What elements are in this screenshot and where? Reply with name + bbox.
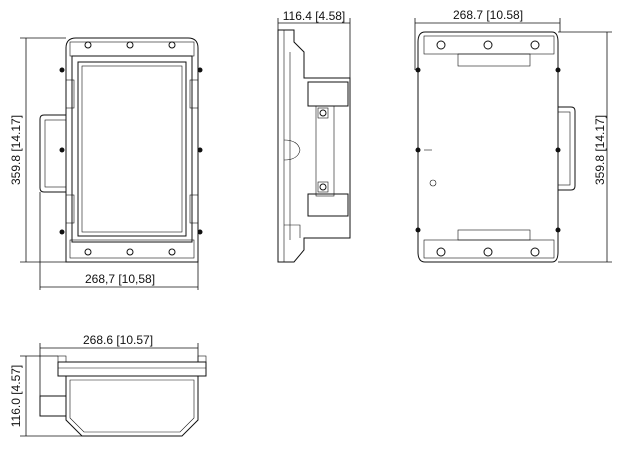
bottom-width-dimension: 268.6 [10.57] <box>39 333 199 396</box>
front-height-label: 359.8 [14.17] <box>9 115 23 185</box>
front-height-dimension: 359.8 [14.17] <box>9 37 66 263</box>
bottom-depth-dimension: 116.0 [4.57] <box>9 355 82 437</box>
back-height-dimension: 359.8 [14.17] <box>558 31 612 263</box>
bottom-view <box>39 355 207 437</box>
front-width-dimension: 268,7 [10,58] <box>39 192 199 290</box>
front-width-label: 268,7 [10,58] <box>85 272 155 286</box>
back-width-dimension: 268.7 [10.58] <box>414 8 561 70</box>
side-depth-label: 116.4 [4.58] <box>283 9 346 23</box>
back-width-label: 268.7 [10.58] <box>453 8 523 22</box>
bottom-width-label: 268.6 [10.57] <box>83 333 153 347</box>
side-view <box>277 29 351 263</box>
back-height-label: 359.8 [14.17] <box>593 115 607 185</box>
bottom-depth-label: 116.0 [4.57] <box>9 365 23 428</box>
side-depth-dimension: 116.4 [4.58] <box>277 9 351 78</box>
front-view <box>39 37 203 263</box>
back-view <box>415 31 576 263</box>
